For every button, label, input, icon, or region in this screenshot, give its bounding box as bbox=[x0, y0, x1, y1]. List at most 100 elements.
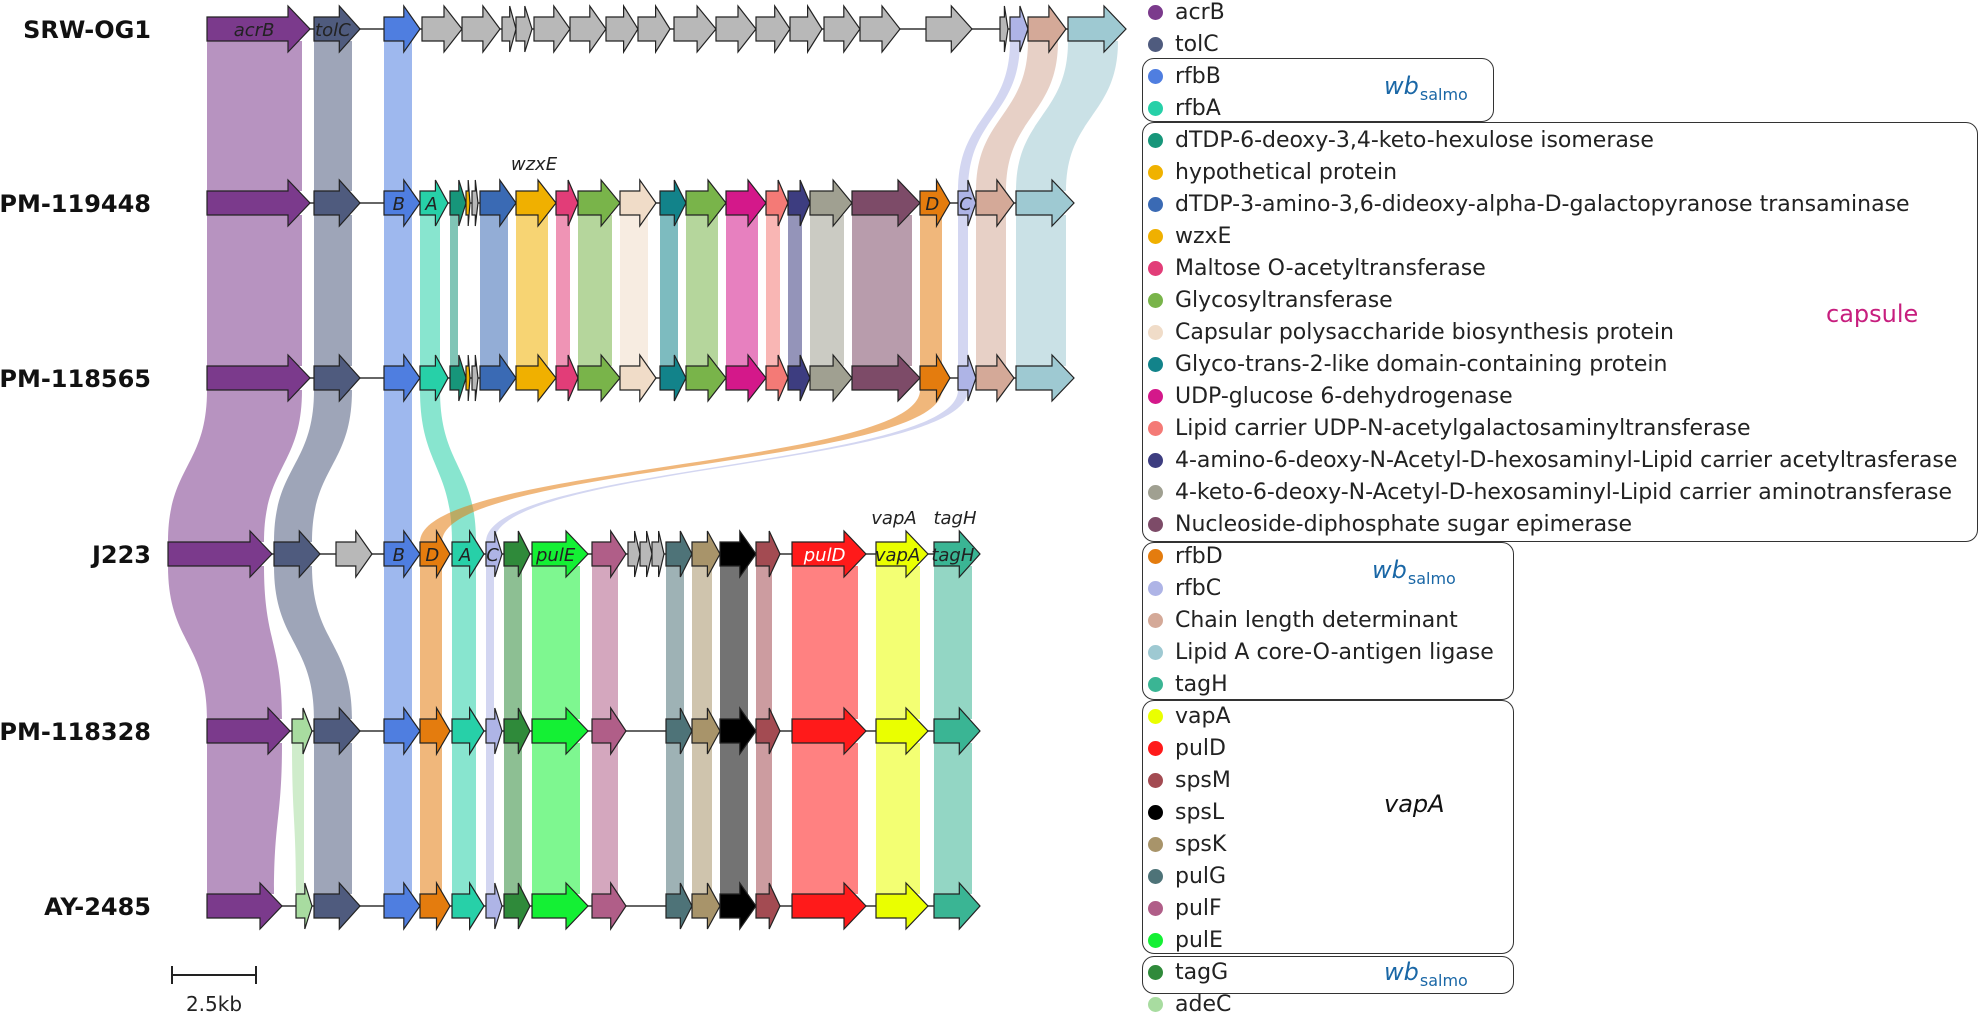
legend-swatch bbox=[1148, 292, 1163, 308]
gene-arrow-grey bbox=[789, 3, 823, 55]
gene-arrow-pulE bbox=[531, 706, 589, 756]
legend-swatch bbox=[1148, 452, 1163, 468]
scale-bar-label: 2.5kb bbox=[186, 992, 242, 1014]
gene-arrow-rfbC bbox=[957, 354, 977, 402]
homology-band-pulF bbox=[592, 566, 618, 719]
legend-item: spsL bbox=[1148, 798, 1224, 826]
homology-band-glycosyl bbox=[686, 215, 718, 366]
homology-band-spsM bbox=[756, 743, 772, 894]
gene-label-C: C bbox=[959, 194, 972, 215]
gene-arrow-hypo bbox=[465, 179, 471, 227]
gene-arrow-spsK bbox=[691, 707, 721, 755]
homology-band-rfbB bbox=[384, 390, 412, 542]
legend-swatch bbox=[1148, 132, 1163, 148]
gene-arrow-pulG bbox=[665, 882, 693, 930]
legend-item: UDP-glucose 6-dehydrogenase bbox=[1148, 382, 1513, 410]
strain-labels: SRW-OG1PM-119448PM-118565J223PM-118328AY… bbox=[0, 16, 151, 921]
gene-arrow-glycosyl bbox=[577, 353, 621, 403]
gene-arrow-rfbB bbox=[383, 706, 421, 756]
homology-band-aminotrans bbox=[810, 215, 844, 366]
homology-band-acrB bbox=[207, 215, 302, 366]
gene-arrow-rfbA bbox=[451, 528, 485, 580]
legend-item: acrB bbox=[1148, 0, 1225, 26]
legend-swatch bbox=[1148, 676, 1163, 692]
legend-item: tagG bbox=[1148, 958, 1228, 986]
gene-arrow-adeC bbox=[295, 882, 313, 930]
legend-swatch bbox=[1148, 196, 1163, 212]
legend-label: adeC bbox=[1175, 991, 1232, 1017]
homology-band-rfbC bbox=[486, 390, 968, 542]
homology-band-cld bbox=[976, 41, 1058, 191]
gene-arrow-transaminase bbox=[479, 353, 517, 403]
homology-band-ligase bbox=[1016, 41, 1118, 191]
legend-item: Nucleoside-diphosphate sugar epimerase bbox=[1148, 510, 1632, 538]
gene-arrow-grey bbox=[515, 5, 533, 53]
gene-arrow-epimerase bbox=[851, 353, 921, 403]
homology-band-tolC bbox=[314, 215, 352, 366]
legend-item: rfbA bbox=[1148, 94, 1221, 122]
gene-arrow-rfbC bbox=[485, 530, 503, 578]
gene-arrow-spsL bbox=[719, 706, 757, 756]
gene-arrow-tolC bbox=[313, 353, 361, 403]
homology-band-rfbB bbox=[384, 41, 412, 191]
legend-label: 4-amino-6-deoxy-N-Acetyl-D-hexosaminyl-L… bbox=[1175, 447, 1958, 473]
gene-arrow-pulE bbox=[531, 881, 589, 931]
gene-arrow-tolC bbox=[313, 706, 361, 756]
gene-arrow-udpg bbox=[725, 178, 767, 228]
gene-arrow-rfbA bbox=[451, 880, 485, 932]
strain-label: PM-119448 bbox=[0, 190, 151, 218]
gene-arrow-ligase bbox=[1015, 353, 1075, 403]
legend-item: spsM bbox=[1148, 766, 1231, 794]
gene-arrow-spsM bbox=[755, 530, 781, 578]
gene-arrow-rfbC bbox=[1009, 5, 1029, 53]
legend-swatch bbox=[1148, 868, 1163, 884]
legend-label: Glyco-trans-2-like domain-containing pro… bbox=[1175, 351, 1668, 377]
gene-arrow-pulF bbox=[591, 881, 627, 931]
gene-label-pulE: pulE bbox=[535, 545, 576, 566]
gene-arrow-grey bbox=[533, 4, 571, 54]
legend-swatch bbox=[1148, 772, 1163, 788]
gene-arrow-rfbA bbox=[419, 354, 449, 402]
gene-arrow-pulD bbox=[791, 706, 867, 756]
legend-item: spsK bbox=[1148, 830, 1226, 858]
gene-arrow-grey bbox=[501, 5, 517, 53]
homology-bands bbox=[168, 41, 1118, 894]
gene-label-tagH: tagH bbox=[931, 545, 975, 566]
legend-item: dTDP-3-amino-3,6-dideoxy-alpha-D-galacto… bbox=[1148, 190, 1910, 218]
gene-arrow-rfbD bbox=[919, 352, 951, 404]
gene-arrow-transaminase bbox=[479, 178, 517, 228]
gene-label-D: D bbox=[925, 194, 939, 215]
gene-arrow-tolC bbox=[313, 178, 361, 228]
homology-band-ligase bbox=[1016, 215, 1066, 366]
homology-band-rfbA bbox=[452, 743, 476, 894]
homology-band-pulD bbox=[792, 743, 858, 894]
homology-band-vapA bbox=[876, 566, 920, 719]
legend-item: vapA bbox=[1148, 702, 1231, 730]
homology-band-rfbB bbox=[384, 743, 412, 894]
gene-arrow-grey bbox=[925, 4, 973, 54]
homology-band-spsK bbox=[692, 743, 712, 894]
homology-band-tolC bbox=[314, 41, 352, 191]
legend-group-label: wbsalmo bbox=[1384, 958, 1468, 990]
homology-band-rfbD bbox=[420, 743, 442, 894]
legend-item: Maltose O-acetyltransferase bbox=[1148, 254, 1486, 282]
gene-arrow-rfbD bbox=[419, 880, 451, 932]
gene-arrow-grey bbox=[755, 4, 791, 54]
gene-arrow-acrB bbox=[206, 4, 311, 54]
homology-band-udpg bbox=[726, 215, 758, 366]
homology-band-rfbD bbox=[920, 215, 942, 366]
homology-band-spsK bbox=[692, 566, 712, 719]
homology-band-acrB bbox=[207, 41, 302, 191]
legend-item: hypothetical protein bbox=[1148, 158, 1397, 186]
gene-arrow-pulD bbox=[791, 881, 867, 931]
gene-arrow-lipidUDP bbox=[765, 354, 789, 402]
homology-band-rfbC bbox=[486, 566, 494, 719]
legend-swatch bbox=[1148, 580, 1163, 596]
legend-item: Glycosyltransferase bbox=[1148, 286, 1393, 314]
homology-band-aminoacetyl bbox=[788, 215, 802, 366]
gene-arrow-tolC bbox=[273, 529, 321, 579]
legend-swatch bbox=[1148, 388, 1163, 404]
gene-label-vapA: vapA bbox=[875, 545, 920, 566]
homology-band-pulE bbox=[532, 743, 580, 894]
legend-label: Nucleoside-diphosphate sugar epimerase bbox=[1175, 511, 1633, 537]
